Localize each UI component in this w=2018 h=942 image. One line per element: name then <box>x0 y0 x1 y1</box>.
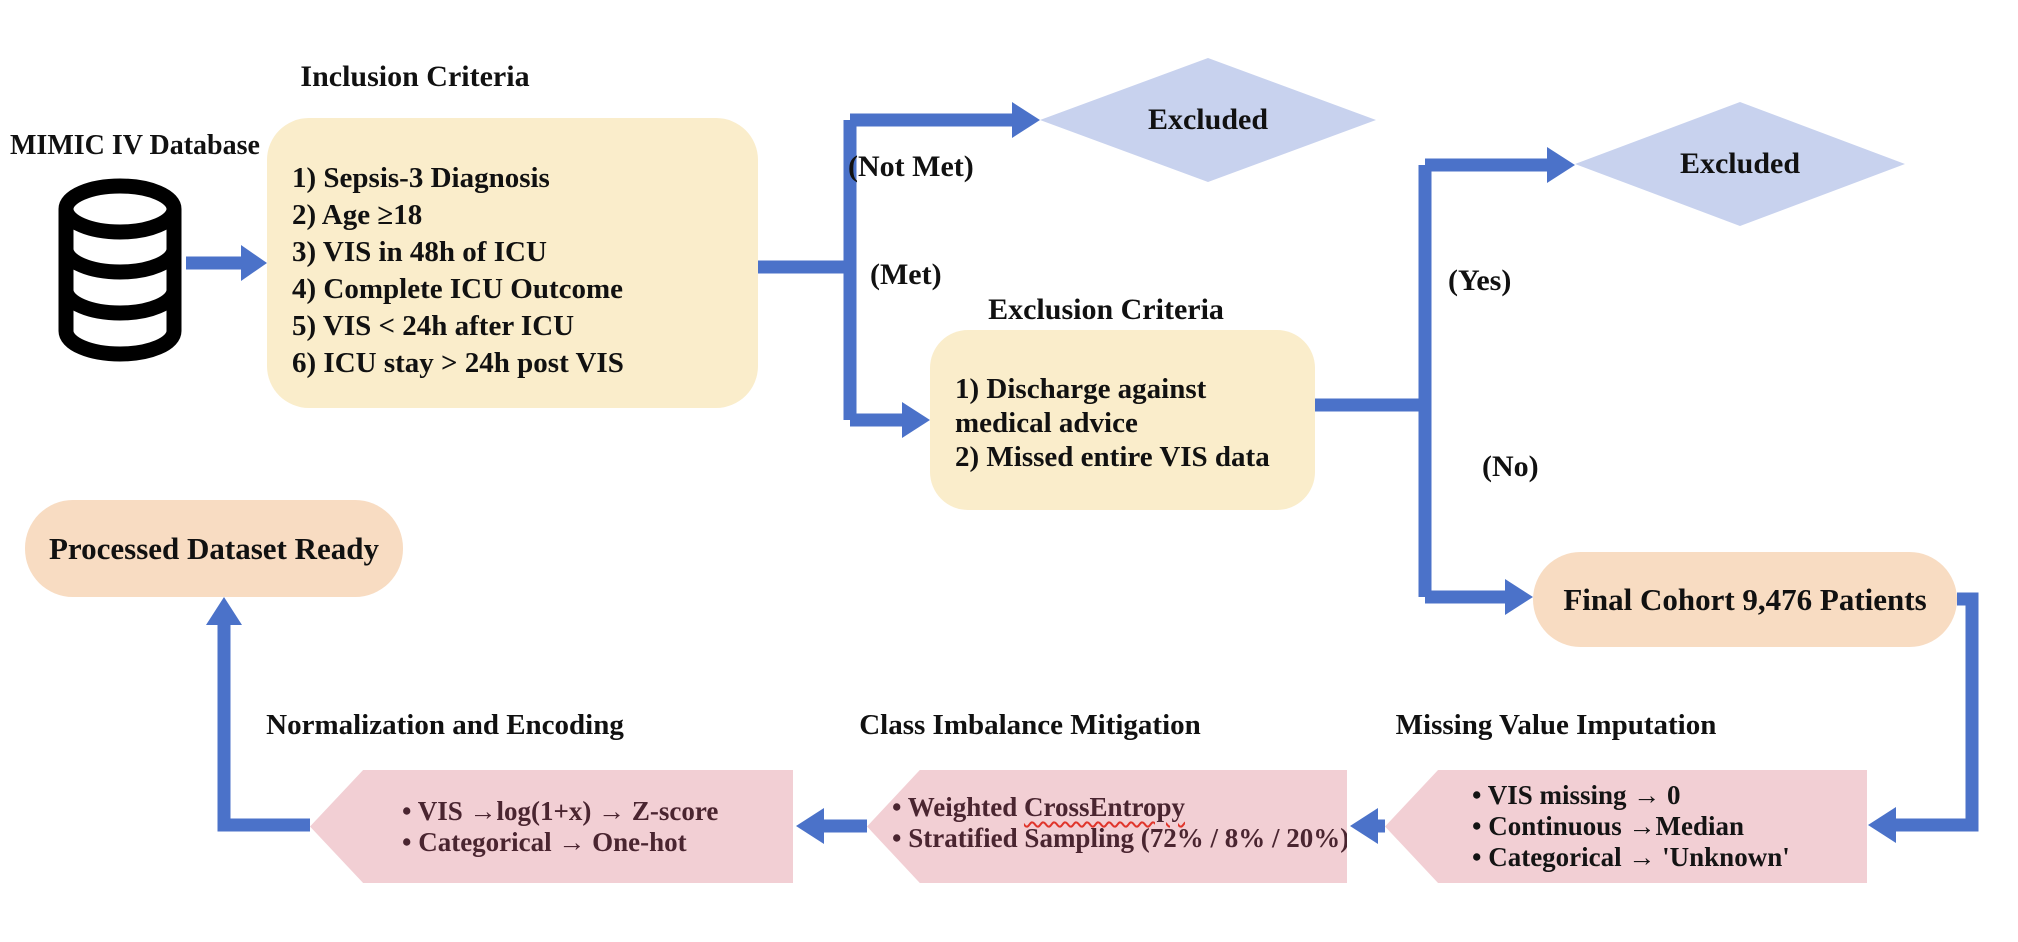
missing-bullet: • Categorical → 'Unknown' <box>1472 842 1790 872</box>
inclusion-item: 6) ICU stay > 24h post VIS <box>292 347 624 379</box>
inclusion-item: 3) VIS in 48h of ICU <box>292 236 547 268</box>
processed-dataset-label: Processed Dataset Ready <box>48 530 380 566</box>
final-cohort-box: Final Cohort 9,476 Patients <box>1533 552 1957 647</box>
missing-bullet: • VIS missing → 0 <box>1472 780 1681 810</box>
branch-label-not-met: (Not Met) <box>848 150 974 183</box>
branch-label-yes: (Yes) <box>1448 264 1512 297</box>
branch-label-no: (No) <box>1482 450 1539 483</box>
normalization-bullet: • VIS →log(1+x) → Z-score <box>402 796 719 826</box>
inclusion-item: 5) VIS < 24h after ICU <box>292 310 575 342</box>
excluded-label: Excluded <box>1679 147 1801 180</box>
inclusion-title: Inclusion Criteria <box>300 60 530 93</box>
missing-imputation-box: • VIS missing → 0 • Continuous →Median •… <box>1385 770 1867 883</box>
final-cohort-label: Final Cohort 9,476 Patients <box>1563 581 1927 617</box>
inclusion-item: 1) Sepsis-3 Diagnosis <box>292 162 550 194</box>
exclusion-title: Exclusion Criteria <box>988 293 1224 326</box>
weighted-prefix: • Weighted <box>892 792 1024 822</box>
database-label: MIMIC IV Database <box>10 130 260 161</box>
missing-bullet: • Continuous →Median <box>1472 811 1745 841</box>
arrow-class-to-normalization <box>796 808 867 844</box>
database-icon <box>58 178 182 362</box>
missing-imputation-title: Missing Value Imputation <box>1395 709 1717 741</box>
normalization-box: • VIS →log(1+x) → Z-score • Categorical … <box>310 770 793 883</box>
crossentropy-misspell-squiggle: CrossEntropy <box>1023 792 1186 822</box>
arrow-database-to-inclusion <box>186 245 267 281</box>
branch-label-met: (Met) <box>870 258 942 291</box>
inclusion-box: 1) Sepsis-3 Diagnosis 2) Age ≥18 3) VIS … <box>267 118 758 408</box>
exclusion-line: 2) Missed entire VIS data <box>955 441 1270 473</box>
normalization-bullet: • Categorical → One-hot <box>402 827 687 857</box>
exclusion-box: 1) Discharge against medical advice 2) M… <box>930 330 1315 510</box>
class-imbalance-bullet: • Weighted CrossEntropy <box>892 792 1347 823</box>
exclusion-line: medical advice <box>955 407 1138 439</box>
class-imbalance-title: Class Imbalance Mitigation <box>859 709 1201 741</box>
processed-dataset-box: Processed Dataset Ready <box>25 500 403 597</box>
arrow-missing-to-class <box>1350 808 1385 844</box>
excluded-label: Excluded <box>1147 103 1269 136</box>
inclusion-item: 4) Complete ICU Outcome <box>292 273 624 305</box>
excluded-diamond-1: Excluded <box>1040 58 1376 182</box>
class-imbalance-bullet: • Stratified Sampling (72% / 8% / 20%) <box>892 823 1350 853</box>
excluded-diamond-2: Excluded <box>1575 102 1905 226</box>
normalization-title: Normalization and Encoding <box>266 709 624 741</box>
class-imbalance-box: • Weighted CrossEntropy • Stratified Sam… <box>867 770 1347 883</box>
connector-exclusion-branch <box>1315 147 1575 615</box>
exclusion-line: 1) Discharge against <box>955 373 1207 405</box>
inclusion-item: 2) Age ≥18 <box>292 199 423 231</box>
